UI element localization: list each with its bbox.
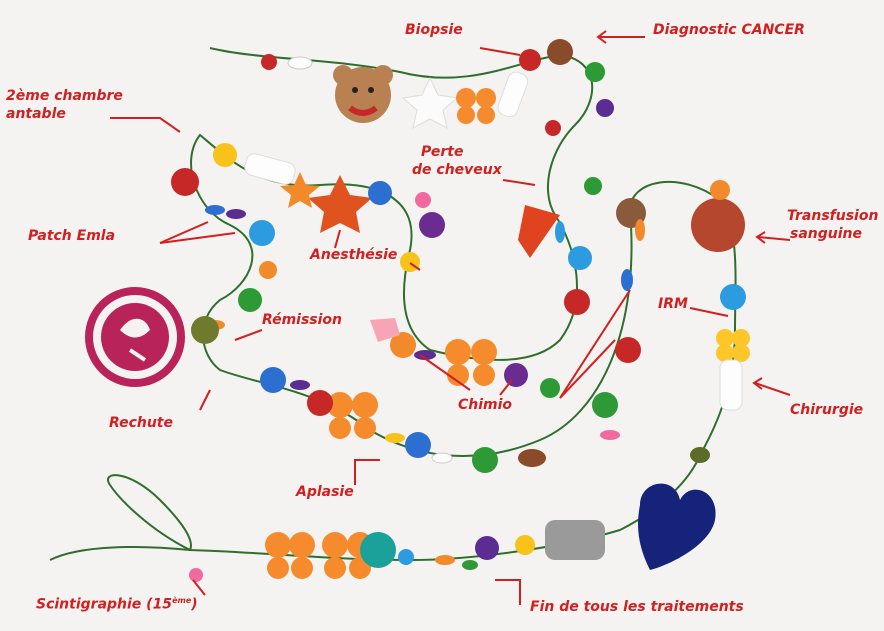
orange-butterfly-top [456, 88, 496, 124]
label-aplasie: Aplasie [296, 484, 354, 500]
orange-star-bead [308, 175, 372, 233]
white-tube-bead-1 [244, 153, 296, 185]
label-chambre-line-2: antable [6, 106, 66, 122]
annotation-arrows [110, 30, 791, 605]
pink-flower-pendant [85, 287, 185, 387]
grey-charm [545, 520, 605, 560]
label-chambre-line-1: 2ème chambre [6, 88, 123, 104]
white-tube-bead-2 [719, 359, 743, 411]
label-scintigraphie-end: ) [191, 596, 198, 613]
label-perte-line-1: Perte [421, 144, 464, 160]
label-perte-line-2: de cheveux [412, 162, 502, 178]
label-diagnostic-cancer: Diagnostic CANCER [653, 22, 805, 38]
white-tube-bead-3 [497, 71, 529, 118]
label-transfusion-line-2: sanguine [790, 226, 862, 242]
yellow-flower-bead [716, 329, 750, 362]
orange-butterfly-bead-3 [265, 532, 315, 579]
round-beads [171, 39, 746, 582]
label-scintigraphie-superscript: ème [172, 596, 192, 605]
orange-butterfly-bead-1 [445, 339, 497, 386]
blue-heart-bead [638, 483, 716, 570]
label-remission: Rémission [262, 312, 343, 328]
oval-beads [205, 56, 710, 570]
label-fin-traitements: Fin de tous les traitements [530, 599, 744, 615]
label-scintigraphie-main: Scintigraphie (15 [36, 596, 173, 613]
orange-star-small [280, 172, 320, 208]
label-irm: IRM [658, 296, 688, 312]
label-chirurgie: Chirurgie [790, 402, 864, 418]
brown-red-large-bead [691, 198, 745, 252]
turquoise-charm [360, 532, 396, 568]
label-anesthesie: Anesthésie [310, 247, 398, 263]
cord-loop [107, 474, 192, 551]
label-biopsie: Biopsie [405, 22, 463, 38]
label-chimio: Chimio [458, 397, 513, 413]
bear-bead [333, 65, 393, 123]
label-scintigraphie: Scintigraphie (15ème) [36, 593, 198, 613]
orange-butterfly-bead-2 [327, 392, 378, 439]
pink-hand-charm [370, 318, 400, 342]
red-glass-charm [518, 205, 560, 258]
white-star-bead [401, 76, 459, 129]
label-transfusion-line-1: Transfusion [787, 208, 879, 224]
label-rechute: Rechute [109, 415, 173, 431]
green-charm [191, 316, 219, 344]
label-patch-emla: Patch Emla [28, 228, 116, 244]
